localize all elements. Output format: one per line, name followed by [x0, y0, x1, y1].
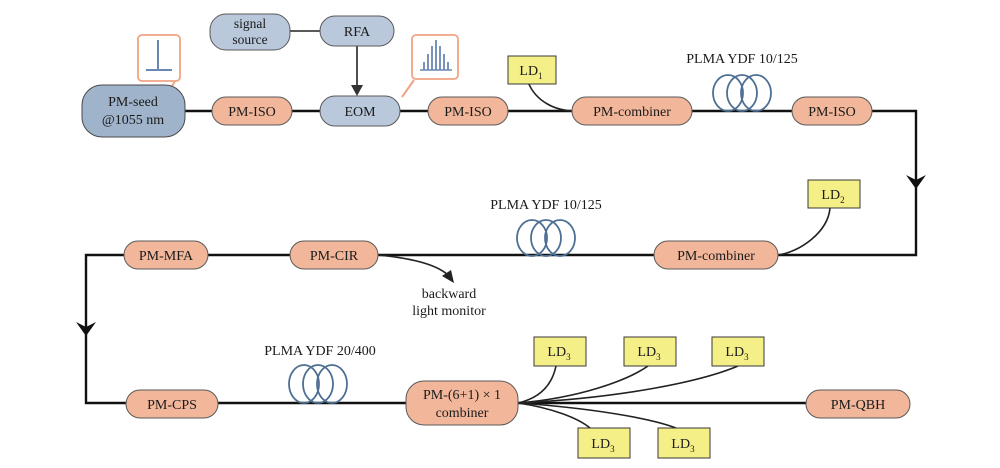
rf-path — [290, 30, 363, 96]
pm-mfa-label: PM-MFA — [139, 249, 194, 264]
pm-iso-1-box: PM-ISO — [211, 96, 293, 126]
pm-iso-2-label: PM-ISO — [444, 105, 491, 120]
fiber-coil-1 — [712, 74, 772, 112]
pm-61-combiner-line1: PM-(6+1) × 1 — [423, 388, 501, 403]
modulated-spectrum-inset — [401, 34, 459, 98]
pm-qbh-label: PM-QBH — [831, 398, 885, 413]
pm-combiner-1-box: PM-combiner — [571, 96, 693, 126]
ydf-label-1: PLMA YDF 10/125 — [686, 52, 798, 67]
pm-combiner-1-label: PM-combiner — [593, 105, 671, 120]
backward-monitor-line2: light monitor — [412, 304, 486, 319]
pump-connections — [517, 81, 831, 429]
ld3-label: LD3 — [671, 437, 695, 454]
row1-fiber — [84, 109, 918, 405]
backward-monitor-line1: backward — [422, 287, 476, 302]
chevron-down-icon — [906, 175, 926, 189]
pm-61-combiner-line2: combiner — [436, 406, 489, 421]
pm-iso-1-label: PM-ISO — [228, 105, 275, 120]
arrow-down-icon — [351, 85, 363, 96]
pm-seed-line1: PM-seed — [108, 95, 158, 110]
ld3-box-d: LD3 — [577, 427, 631, 459]
ld1-label: LD1 — [519, 64, 542, 81]
ld3-label: LD3 — [547, 345, 571, 362]
ld2-box: LD2 — [807, 179, 861, 209]
pm-cir-label: PM-CIR — [310, 249, 359, 264]
pm-iso-3-label: PM-ISO — [808, 105, 855, 120]
ld3-box-a: LD3 — [533, 336, 587, 367]
pm-cps-label: PM-CPS — [147, 398, 197, 413]
ld3-label: LD3 — [591, 437, 615, 454]
chevron-down-icon — [76, 322, 96, 336]
fiber-coil-2 — [516, 219, 576, 257]
rfa-box: RFA — [319, 15, 395, 47]
eom-label: EOM — [344, 105, 376, 120]
seed-spectrum-inset — [137, 34, 181, 89]
direction-arrows — [76, 175, 926, 336]
pm-mfa-box: PM-MFA — [123, 240, 209, 270]
signal-source-line1: signal — [234, 16, 266, 31]
pm-iso-2-box: PM-ISO — [427, 96, 509, 126]
eom-box: EOM — [319, 95, 401, 127]
signal-source-box: signal source — [209, 13, 291, 51]
pm-cps-box: PM-CPS — [125, 389, 219, 419]
ld3-box-c: LD3 — [711, 336, 765, 367]
arrow-icon — [442, 270, 454, 283]
ld3-label: LD3 — [725, 345, 749, 362]
pm-iso-3-box: PM-ISO — [791, 96, 873, 126]
pm-cir-box: PM-CIR — [289, 240, 379, 270]
backward-monitor-arrow — [377, 254, 454, 283]
pm-combiner-2-box: PM-combiner — [653, 240, 779, 270]
ld2-label: LD2 — [821, 188, 844, 205]
pm-qbh-box: PM-QBH — [805, 389, 911, 419]
rfa-label: RFA — [344, 25, 371, 40]
ld3-box-b: LD3 — [623, 336, 677, 367]
fiber-coil-3 — [288, 364, 348, 404]
ld3-label: LD3 — [637, 345, 661, 362]
ydf-label-3: PLMA YDF 20/400 — [264, 344, 376, 359]
pm-seed-line2: @1055 nm — [102, 113, 164, 128]
pm-seed-box: PM-seed @1055 nm — [81, 84, 186, 138]
pm-61-combiner-box: PM-(6+1) × 1 combiner — [405, 380, 519, 426]
ld3-box-e: LD3 — [657, 427, 711, 459]
ld1-box: LD1 — [507, 55, 557, 85]
ydf-label-2: PLMA YDF 10/125 — [490, 198, 602, 213]
pm-combiner-2-label: PM-combiner — [677, 249, 755, 264]
signal-source-line2: source — [232, 32, 267, 47]
